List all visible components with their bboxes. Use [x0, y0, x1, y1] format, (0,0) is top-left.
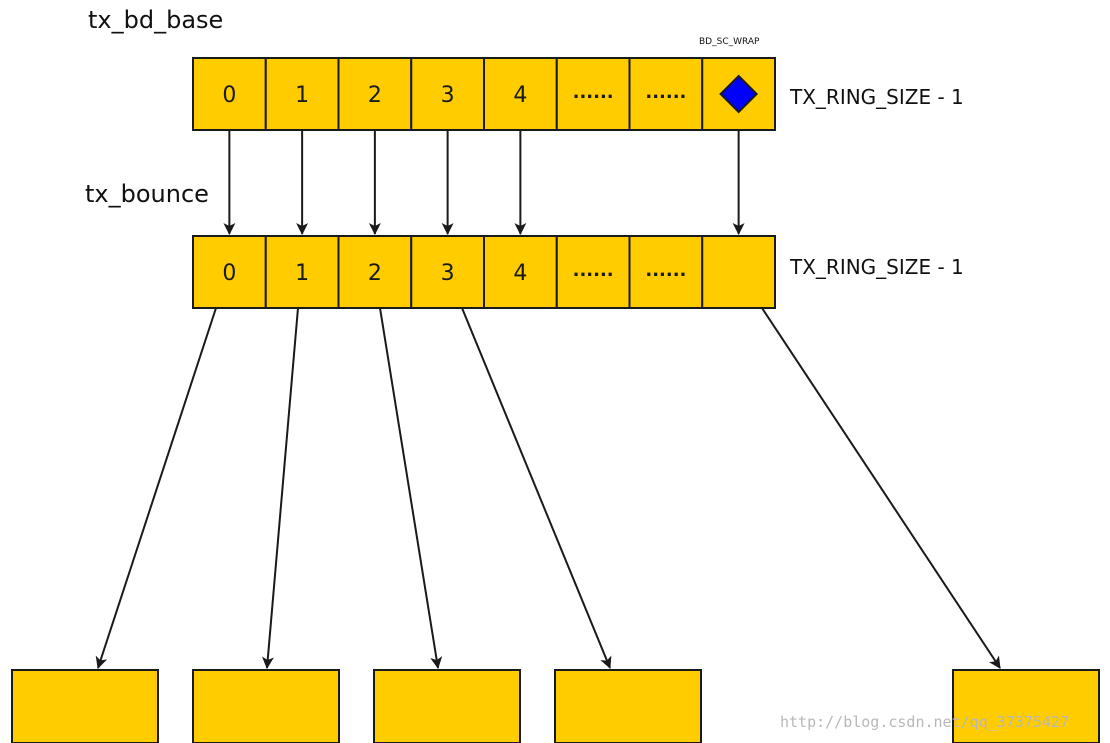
buffer-arrow-3: [461, 307, 612, 669]
bd-cell-6: [628, 57, 704, 131]
bounce-cell-5: [555, 235, 631, 309]
buffer-box-1: [192, 669, 340, 743]
bd-cell-label-3: 3: [441, 83, 455, 108]
bd-cell-5: [555, 57, 631, 131]
ring-size-label-bottom: TX_RING_SIZE - 1: [789, 255, 964, 279]
ring-size-label-top: TX_RING_SIZE - 1: [789, 85, 964, 109]
bd-cell-7: [701, 57, 776, 131]
buffer-boxes: [11, 669, 1100, 743]
bd-cell-label-1: 1: [295, 83, 309, 108]
buffer-box-4: [952, 669, 1100, 743]
buffer-arrow-4: [761, 307, 1001, 669]
bd-cell-label-2: 2: [368, 83, 382, 108]
buffer-arrow-1: [261, 307, 299, 669]
bounce-cell-label-1: 1: [295, 261, 309, 286]
bounce-cell-1: [264, 235, 340, 309]
buffer-box-0: [11, 669, 159, 743]
bounce-cell-label-5: ......: [573, 260, 614, 281]
bd-to-bounce-arrows: [223, 130, 745, 235]
bounce-cell-3: [410, 235, 485, 309]
buffer-arrow-0: [95, 307, 217, 669]
buffer-box-2: [373, 669, 521, 743]
bounce-to-buffer-arrows: [95, 307, 1001, 669]
bd-cell-label-6: ......: [645, 82, 686, 103]
bounce-cell-label-6: ......: [645, 260, 686, 281]
tx-bd-base-ring: 0 1 2 3 4............: [192, 57, 776, 131]
bd-cell-label-4: 4: [513, 83, 527, 108]
bd-cell-1: [264, 57, 340, 131]
bd-cell-0: [192, 57, 267, 131]
tx-bounce-label: tx_bounce: [85, 180, 209, 208]
tx-bd-base-label: tx_bd_base: [88, 6, 223, 34]
bounce-cell-6: [628, 235, 704, 309]
bounce-cell-label-2: 2: [368, 261, 382, 286]
diamond-icon: [719, 74, 759, 114]
bd-cell-label-5: ......: [573, 82, 614, 103]
bounce-cell-7: [701, 235, 776, 309]
bd-sc-wrap-label: BD_SC_WRAP: [699, 37, 760, 47]
bounce-cell-label-3: 3: [441, 261, 455, 286]
tx-bounce-ring: 0 1 2 3 4............: [192, 235, 776, 309]
bounce-cell-label-4: 4: [513, 261, 527, 286]
watermark-text: http://blog.csdn.net/qq_37375427: [780, 713, 1069, 731]
bd-cell-label-0: 0: [222, 83, 236, 108]
buffer-arrow-2: [379, 307, 443, 669]
bounce-cell-label-0: 0: [222, 261, 236, 286]
buffer-box-3: [554, 669, 702, 743]
